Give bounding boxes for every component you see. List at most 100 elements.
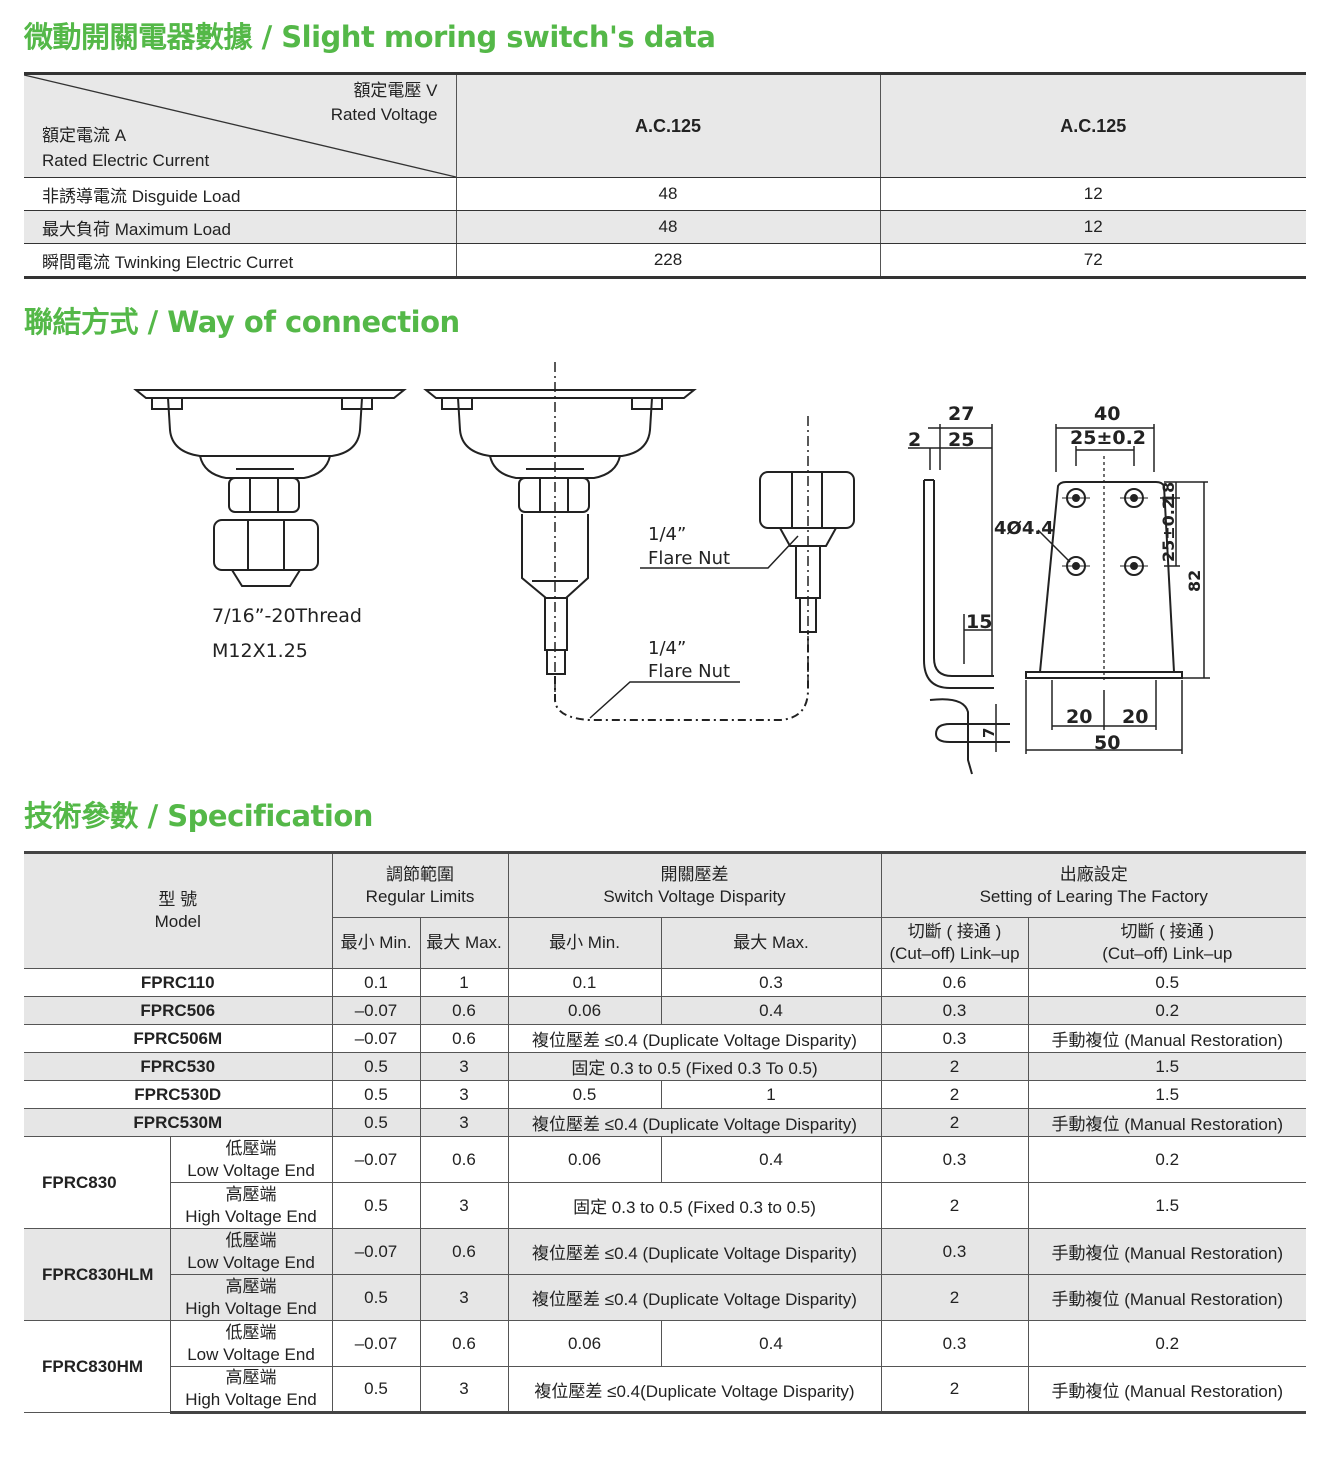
row-label: 瞬間電流 Twinking Electric Curret — [24, 243, 456, 279]
cell-linkup: 手動複位 (Manual Restoration) — [1027, 1366, 1306, 1414]
factory-header: 出廠設定 Setting of Learing The Factory — [880, 851, 1306, 918]
cell-linkup: 手動複位 (Manual Restoration) — [1027, 1228, 1306, 1275]
cell-disparity: 複位壓差 ≤0.4 (Duplicate Voltage Disparity) — [507, 1108, 882, 1137]
cell-cutoff: 2 — [880, 1366, 1029, 1414]
model-name: FPRC506M — [24, 1024, 333, 1053]
factory-header-zh: 出廠設定 — [1059, 864, 1128, 884]
cell-cutoff: 0.3 — [880, 1320, 1029, 1367]
cell-min: 0.5 — [331, 1080, 421, 1109]
section-title-spec: 技術參數 / Specification — [24, 799, 373, 833]
limits-header: 調節範圍 Regular Limits — [331, 851, 509, 918]
cell-disparity: 複位壓差 ≤0.4 (Duplicate Voltage Disparity) — [507, 1024, 882, 1053]
dim-25-tol-vertical: 25±0.2 — [1159, 498, 1178, 562]
cell-max: 3 — [419, 1274, 509, 1321]
voltage-col-1: A.C.125 — [455, 72, 880, 178]
cell-cutoff: 0.3 — [880, 996, 1029, 1025]
low-voltage-en: Low Voltage End — [187, 1160, 315, 1180]
low-voltage-zh: 低壓端 — [225, 1230, 277, 1250]
cell-max: 0.6 — [419, 1228, 509, 1275]
row-value: 48 — [455, 210, 880, 244]
model-header-zh: 型 號 — [158, 890, 198, 909]
high-voltage-zh: 高壓端 — [225, 1368, 277, 1387]
switch-body-left — [133, 389, 407, 587]
dim-40: 40 — [1094, 403, 1120, 425]
row-value: 48 — [455, 177, 880, 211]
low-voltage-end-label: 低壓端 Low Voltage End — [169, 1136, 333, 1183]
high-voltage-zh: 高壓端 — [225, 1184, 277, 1204]
high-voltage-en: High Voltage End — [185, 1298, 317, 1318]
low-voltage-en: Low Voltage End — [187, 1252, 315, 1272]
cell-linkup: 0.2 — [1027, 1136, 1306, 1183]
cutoff-header-1-zh: 切斷 ( 接通 ) — [907, 922, 1002, 941]
flare-label-2a: 1/4” — [648, 638, 686, 659]
section-title-switch-data: 微動開關電器數據 / Slight moring switch's data — [24, 20, 716, 54]
model-name: FPRC530D — [24, 1080, 333, 1109]
row-value: 12 — [879, 177, 1306, 211]
cell-cutoff: 2 — [880, 1274, 1029, 1321]
dim-2: 2 — [908, 429, 921, 451]
cell-cutoff: 0.3 — [880, 1228, 1029, 1275]
disparity-header: 開關壓差 Switch Voltage Disparity — [507, 851, 882, 918]
flare-label-1a: 1/4” — [648, 524, 686, 545]
model-name: FPRC506 — [24, 996, 333, 1025]
cell-max: 1 — [419, 968, 509, 997]
cell-min: 0.1 — [331, 968, 421, 997]
bracket-front-view — [1025, 424, 1210, 754]
dim-25-tol: 25±0.2 — [1070, 427, 1146, 449]
cell-linkup: 手動複位 (Manual Restoration) — [1027, 1274, 1306, 1321]
table-row: FPRC506M –0.07 0.6 複位壓差 ≤0.4 (Duplicate … — [24, 1024, 1306, 1053]
switch-data-table: 額定電壓 V Rated Voltage 額定電流 A Rated Electr… — [24, 72, 1306, 279]
row-label: 最大負荷 Maximum Load — [24, 210, 456, 244]
disparity-header-en: Switch Voltage Disparity — [603, 886, 786, 906]
factory-header-en: Setting of Learing The Factory — [979, 886, 1208, 906]
dim-82: 82 — [1185, 570, 1204, 592]
cell-linkup: 0.2 — [1027, 1320, 1306, 1367]
table-row: 高壓端 High Voltage End 0.5 3 複位壓差 ≤0.4(Dup… — [24, 1366, 1306, 1414]
cell-cutoff: 2 — [880, 1182, 1029, 1229]
table-row: FPRC530M 0.5 3 複位壓差 ≤0.4 (Duplicate Volt… — [24, 1108, 1306, 1137]
bracket-side-view — [908, 424, 1010, 775]
row-value: 12 — [879, 210, 1306, 244]
thread-label-1: 7/16”-20Thread — [212, 605, 362, 627]
cell-disparity: 固定 0.3 to 0.5 (Fixed 0.3 to 0.5) — [507, 1182, 882, 1229]
cell-max: 0.6 — [419, 1136, 509, 1183]
high-voltage-en: High Voltage End — [185, 1390, 317, 1409]
dim-50: 50 — [1094, 732, 1120, 754]
high-voltage-end-label: 高壓端 High Voltage End — [170, 1274, 333, 1321]
disparity-max-header: 最大 Max. — [660, 917, 882, 969]
row-label: 非誘導電流 Disguide Load — [24, 177, 456, 211]
cell-cutoff: 2 — [880, 1080, 1029, 1109]
table-row: FPRC530D 0.5 3 0.5 1 2 1.5 — [24, 1080, 1306, 1109]
rated-voltage-en: Rated Voltage — [330, 105, 438, 124]
cell-min: 0.5 — [331, 1108, 421, 1137]
diagonal-line — [24, 75, 456, 177]
rated-current-en: Rated Electric Current — [42, 151, 210, 170]
cell-disparity: 複位壓差 ≤0.4(Duplicate Voltage Disparity) — [507, 1366, 882, 1414]
model-name: FPRC830 — [24, 1136, 171, 1229]
cell-linkup: 0.5 — [1027, 968, 1306, 997]
rated-current-label: 額定電流 A Rated Electric Current — [42, 123, 209, 173]
row-value: 228 — [455, 243, 880, 279]
model-name: FPRC530M — [24, 1108, 333, 1137]
rated-voltage-label: 額定電壓 V Rated Voltage — [331, 79, 438, 127]
dim-7: 7 — [980, 728, 998, 738]
limits-header-zh: 調節範圍 — [386, 864, 454, 884]
model-name: FPRC110 — [24, 968, 333, 997]
cell-linkup: 0.2 — [1027, 996, 1306, 1025]
cutoff-header-1-en: (Cut–off) Link–up — [889, 944, 1020, 963]
cell-disp-max: 1 — [660, 1080, 882, 1109]
voltage-col-2: A.C.125 — [879, 72, 1306, 178]
high-voltage-end-label: 高壓端 High Voltage End — [170, 1366, 333, 1414]
table-row: 非誘導電流 Disguide Load 48 12 — [24, 177, 1306, 211]
table-row: 高壓端 High Voltage End 0.5 3 複位壓差 ≤0.4 (Du… — [24, 1274, 1306, 1321]
dim-20-right: 20 — [1122, 706, 1148, 728]
table-header-row: 額定電壓 V Rated Voltage 額定電流 A Rated Electr… — [24, 72, 1306, 178]
cell-cutoff: 2 — [880, 1108, 1029, 1137]
dim-25: 25 — [948, 429, 974, 451]
cell-disp-max: 0.4 — [660, 1136, 882, 1183]
table-row: 最大負荷 Maximum Load 48 12 — [24, 210, 1306, 244]
cell-disp-min: 0.06 — [507, 1136, 662, 1183]
capillary-tube — [554, 632, 809, 721]
cell-linkup: 1.5 — [1027, 1182, 1306, 1229]
cell-max: 3 — [419, 1182, 509, 1229]
